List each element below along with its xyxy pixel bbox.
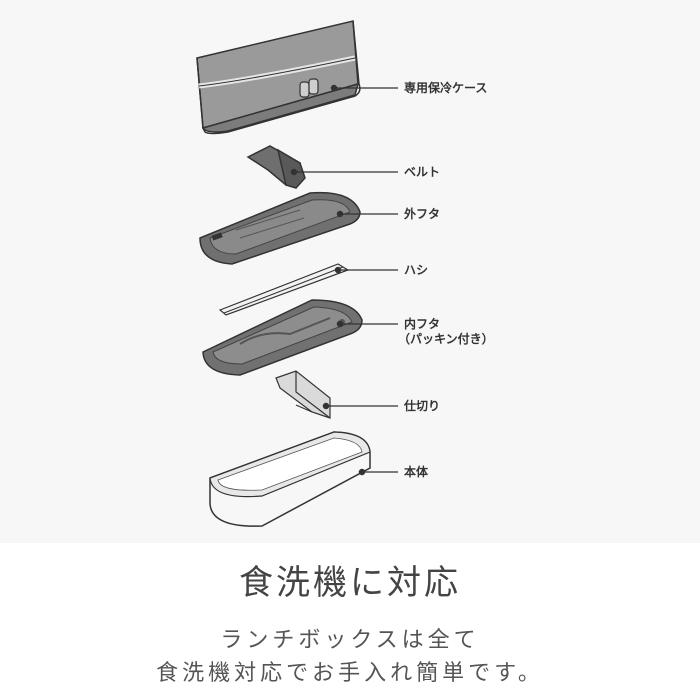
label-body: 本体 xyxy=(404,465,429,479)
caption-line-1: ランチボックスは全て xyxy=(220,628,480,653)
belt-illustration xyxy=(246,145,306,189)
label-belt: ベルト xyxy=(404,165,441,179)
label-cooler-case: 専用保冷ケース xyxy=(404,81,488,95)
label-divider: 仕切り xyxy=(404,399,441,413)
label-inner-lid-note: （パッキン付き） xyxy=(398,332,494,346)
exploded-diagram-panel: 専用保冷ケース ベルト 外フタ ハシ 内フタ （パッキン付き） 仕切り 本体 xyxy=(196,20,494,527)
lunch-box-body-illustration xyxy=(209,431,371,527)
exploded-view-illustration xyxy=(196,20,398,527)
label-chopsticks: ハシ xyxy=(404,263,429,277)
divider-illustration xyxy=(275,370,331,419)
headline-dishwasher-safe: 食洗機に対応 xyxy=(239,563,461,603)
outer-lid-illustration xyxy=(199,191,361,265)
caption-line-2: 食洗機対応でお手入れ簡単です。 xyxy=(156,661,544,686)
inner-lid-illustration xyxy=(202,299,363,376)
cooler-case-illustration xyxy=(196,20,361,135)
leader-lines xyxy=(290,84,398,476)
label-outer-lid: 外フタ xyxy=(404,207,441,221)
label-inner-lid: 内フタ xyxy=(404,317,441,331)
